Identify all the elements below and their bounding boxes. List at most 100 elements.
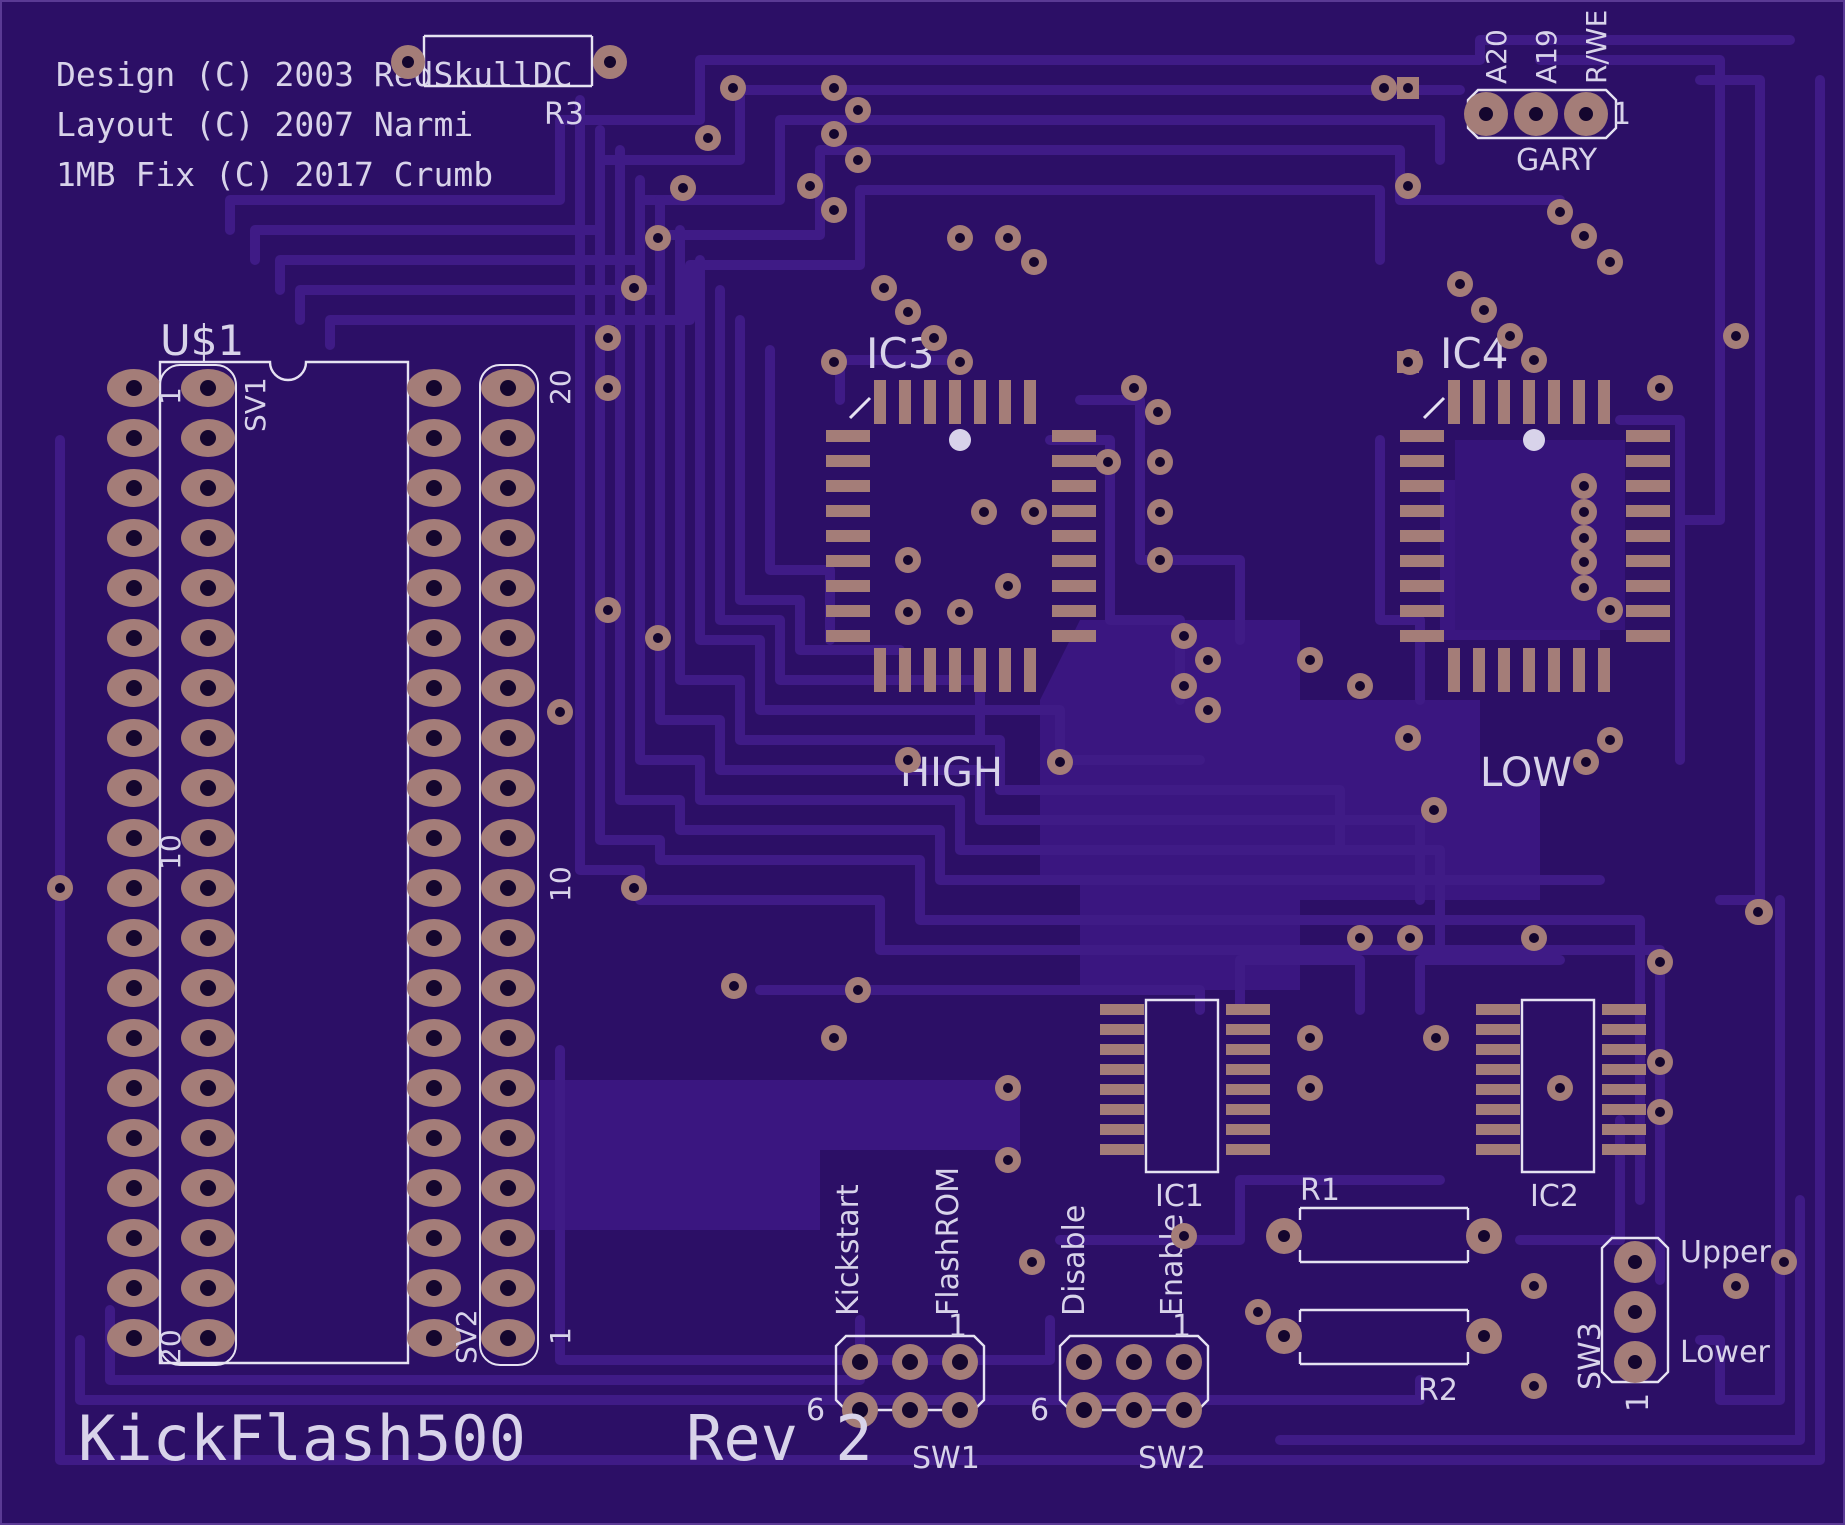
- sv2-pad: [481, 819, 535, 857]
- via: [621, 875, 647, 901]
- smd-pad: [1626, 630, 1670, 642]
- sv1-pin-1: 1: [154, 387, 187, 405]
- sv2-pad: [481, 519, 535, 557]
- sv1-pad: [107, 519, 161, 557]
- smd-pad: [1052, 480, 1096, 492]
- label-sw2: SW2: [1138, 1441, 1206, 1476]
- sv1-pad: [107, 1069, 161, 1107]
- smd-pad: [1052, 455, 1096, 467]
- smd-pad: [1473, 648, 1485, 692]
- via: [670, 175, 696, 201]
- via: [1521, 925, 1547, 951]
- smd-pad: [1598, 380, 1610, 424]
- via: [1145, 399, 1171, 425]
- via: [1147, 547, 1173, 573]
- sv2-pad: [481, 1219, 535, 1257]
- label-sv1: SV1: [239, 377, 272, 432]
- sv2-pad: [481, 619, 535, 657]
- smd-pad: [1052, 555, 1096, 567]
- smd-pad: [1626, 480, 1670, 492]
- jumper-pad: [942, 1392, 978, 1428]
- via: [1245, 1299, 1271, 1325]
- sv1-pad: [107, 469, 161, 507]
- sv2-pad: [481, 419, 535, 457]
- title-product: KickFlash500: [78, 1402, 526, 1475]
- via: [947, 349, 973, 375]
- square-pad-hole: [1403, 83, 1413, 93]
- via: [821, 1025, 847, 1051]
- smd-pad: [1602, 1044, 1646, 1055]
- via: [1421, 797, 1447, 823]
- via: [821, 349, 847, 375]
- smd-pad: [1602, 1084, 1646, 1095]
- via: [1347, 925, 1373, 951]
- smd-pad: [1498, 380, 1510, 424]
- smd-pad: [1626, 455, 1670, 467]
- chip-ic3: IC3 HIGH: [826, 329, 1096, 796]
- smd-pad: [1226, 1024, 1270, 1035]
- via: [1021, 249, 1047, 275]
- sw1-option-kickstart: Kickstart: [831, 1184, 866, 1316]
- smd-pad: [1226, 1084, 1270, 1095]
- chip-ic2: IC2: [1476, 998, 1646, 1214]
- sv1-pad: [181, 469, 235, 507]
- sv1-pad: [107, 1119, 161, 1157]
- via: [1597, 727, 1623, 753]
- via: [1423, 1025, 1449, 1051]
- sw3-option-upper: Upper: [1680, 1235, 1772, 1270]
- smd-pad: [1100, 1124, 1144, 1135]
- smd-pad: [1476, 1004, 1520, 1015]
- via: [1723, 323, 1749, 349]
- smd-pad: [874, 648, 886, 692]
- via: [995, 1147, 1021, 1173]
- smd-pad: [1523, 380, 1535, 424]
- header-sv2: [407, 364, 539, 1366]
- via: [1521, 1273, 1547, 1299]
- via: [1497, 323, 1523, 349]
- sv1-pad: [107, 969, 161, 1007]
- jumper-pad: [892, 1392, 928, 1428]
- sv2-pad: [407, 1269, 461, 1307]
- sv1-pad: [107, 1219, 161, 1257]
- smd-pad: [1602, 1004, 1646, 1015]
- via: [971, 499, 997, 525]
- jumper-sw2[interactable]: Disable Enable 1 6 SW2: [1030, 1205, 1210, 1476]
- smd-pad: [826, 430, 870, 442]
- sv2-pin-20: 20: [544, 369, 577, 405]
- via: [947, 599, 973, 625]
- via: [1171, 673, 1197, 699]
- smd-pad: [1476, 1064, 1520, 1075]
- sv1-pad: [107, 719, 161, 757]
- via: [995, 573, 1021, 599]
- label-r3: R3: [544, 97, 584, 132]
- sv1-pad: [181, 1219, 235, 1257]
- smd-pad: [1548, 648, 1560, 692]
- sv2-pad: [481, 1069, 535, 1107]
- via: [1095, 449, 1121, 475]
- sv2-pad: [407, 1169, 461, 1207]
- sv2-pad: [407, 519, 461, 557]
- via: [1371, 75, 1397, 101]
- smd-pad: [1400, 480, 1444, 492]
- via: [1521, 1373, 1547, 1399]
- jumper-sw1[interactable]: Kickstart FlashROM 1 6 SW1: [806, 1167, 986, 1476]
- via: [1121, 375, 1147, 401]
- resistor-r1: R1: [1266, 1173, 1502, 1264]
- sv2-pad: [481, 569, 535, 607]
- smd-pad: [1626, 530, 1670, 542]
- smd-pad: [826, 505, 870, 517]
- smd-pad: [1226, 1124, 1270, 1135]
- jumper-pad: [1166, 1392, 1202, 1428]
- via: [1397, 925, 1423, 951]
- jumper-sw3[interactable]: Upper Lower SW3 1: [1573, 1235, 1772, 1412]
- label-u1: U$1: [160, 316, 244, 365]
- sv2-pad: [407, 769, 461, 807]
- sw1-pin-6: 6: [806, 1393, 825, 1428]
- via: [1019, 1249, 1045, 1275]
- smd-pad: [1448, 380, 1460, 424]
- credit-fix: 1MB Fix (C) 2017 Crumb: [56, 155, 493, 194]
- smd-pad: [1602, 1024, 1646, 1035]
- smd-pad: [999, 380, 1011, 424]
- credit-layout: Layout (C) 2007 Narmi: [56, 105, 473, 144]
